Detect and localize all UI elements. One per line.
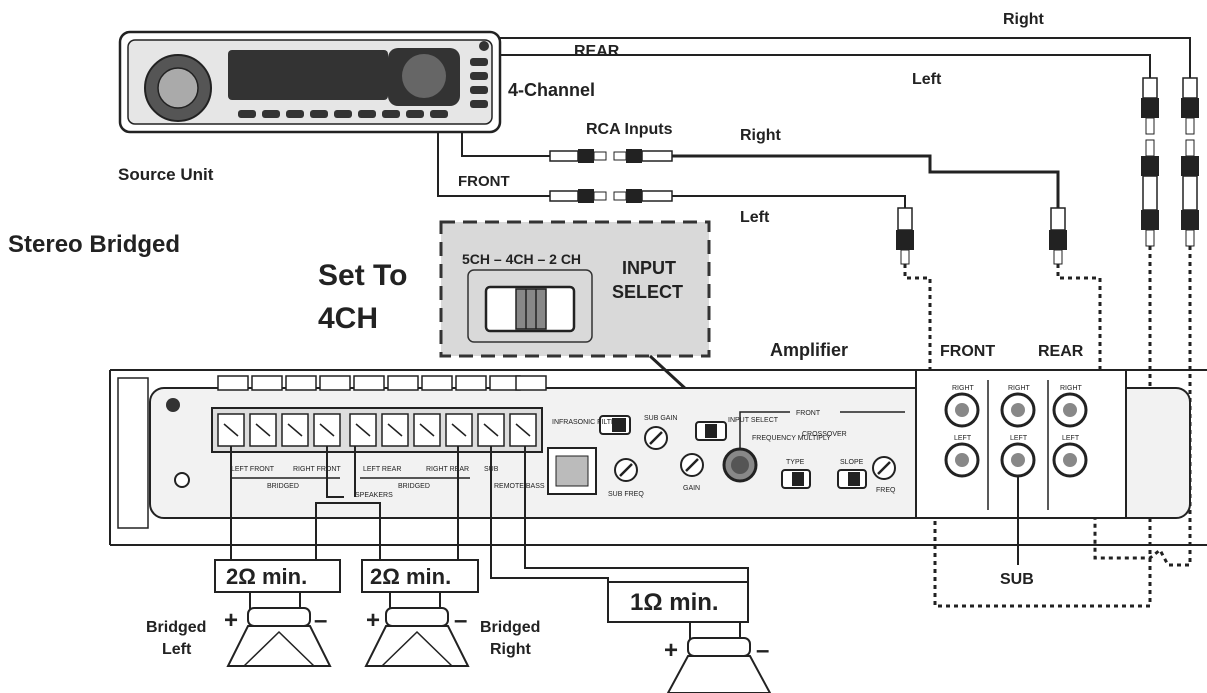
label-rca-inputs: RCA Inputs	[586, 121, 673, 138]
label-left-mid: Left	[740, 209, 770, 226]
rca-label-sub-left: LEFT	[1010, 435, 1028, 442]
rca-label-rear-right: RIGHT	[1060, 385, 1083, 392]
terminal-label-right-front: RIGHT FRONT	[293, 466, 341, 473]
speaker-left-label-2: Left	[162, 641, 192, 658]
rca-label-sub-right: RIGHT	[1008, 385, 1031, 392]
terminal-label-sub: SUB	[484, 466, 499, 473]
load-box-right	[361, 559, 479, 593]
rca-connector-pair-left	[549, 189, 673, 203]
label-right-mid: Right	[740, 127, 782, 144]
input-select-inset	[439, 220, 711, 404]
terminal-label-right-rear: RIGHT REAR	[426, 466, 469, 473]
speaker-right-plus: +	[366, 607, 380, 634]
label-front-small: FRONT	[796, 410, 821, 417]
speaker-terminal-block	[211, 407, 543, 479]
load-label-right: 2Ω min.	[370, 564, 451, 589]
speaker-sub-plus: +	[664, 637, 678, 664]
speaker-right-label-1: Bridged	[480, 619, 540, 636]
rca-label-rear-left: LEFT	[1062, 435, 1080, 442]
label-four-channel: 4-Channel	[508, 80, 595, 100]
label-front-input: FRONT	[940, 343, 995, 360]
mounting-screw-top	[166, 398, 180, 412]
label-freq: FREQ	[876, 487, 896, 494]
mode-switch-lever	[515, 288, 547, 330]
label-sub: SUB	[1000, 571, 1034, 588]
rca-wiring	[437, 37, 1191, 208]
label-speakers: SPEAKERS	[355, 492, 393, 499]
label-4ch: 4CH	[318, 302, 378, 335]
load-box-left	[214, 559, 341, 593]
amp-rca-input-section	[915, 369, 1127, 565]
speaker-left-plus: +	[224, 607, 238, 634]
rca-plug-chain-rear-right	[1181, 77, 1199, 247]
label-right-top: Right	[1003, 11, 1045, 28]
amp-controls	[547, 411, 905, 495]
speaker-left-label-1: Bridged	[146, 619, 206, 636]
label-sub-gain: SUB GAIN	[644, 415, 677, 422]
label-frequency-multiply: FREQUENCY MULTIPLY	[752, 435, 831, 442]
rca-plug-chain-rear-left	[1141, 77, 1159, 247]
label-slope: SLOPE	[840, 459, 864, 466]
label-bridged-1: BRIDGED	[267, 483, 299, 490]
rca-plug-front-left	[896, 207, 914, 265]
source-unit	[118, 30, 502, 134]
rca-label-front-right: RIGHT	[952, 385, 975, 392]
label-type: TYPE	[786, 459, 805, 466]
label-stereo-bridged: Stereo Bridged	[8, 231, 180, 258]
mounting-screw-bottom	[174, 472, 190, 488]
label-input-select-small: INPUT SELECT	[728, 417, 779, 424]
label-left-top: Left	[912, 71, 942, 88]
inset-input-label: INPUT	[622, 258, 676, 278]
load-label-sub: 1Ω min.	[630, 589, 719, 616]
speaker-left	[226, 607, 332, 667]
display-panel	[228, 50, 388, 100]
label-source-unit: Source Unit	[118, 165, 214, 184]
speaker-sub	[666, 637, 772, 693]
label-infrasonic: INFRASONIC FILTER	[552, 419, 621, 426]
inset-modes-label: 5CH – 4CH – 2 CH	[462, 251, 581, 267]
terminal-label-left-rear: LEFT REAR	[363, 466, 401, 473]
speaker-right-label-2: Right	[490, 641, 532, 658]
terminal-label-left-front: LEFT FRONT	[231, 466, 275, 473]
inset-select-label: SELECT	[612, 282, 683, 302]
label-rear-input: REAR	[1038, 343, 1084, 360]
label-bridged-2: BRIDGED	[398, 483, 430, 490]
rca-label-front-left: LEFT	[954, 435, 972, 442]
label-remote-bass: REMOTE BASS	[494, 483, 545, 490]
speaker-right-minus: –	[454, 607, 467, 634]
label-set-to: Set To	[318, 259, 407, 292]
label-gain: GAIN	[683, 485, 700, 492]
label-rear-wire: REAR	[574, 43, 620, 60]
speaker-left-minus: –	[314, 607, 327, 634]
rca-plug-front-right	[1049, 207, 1067, 265]
label-amplifier: Amplifier	[770, 340, 848, 360]
load-box-sub	[607, 581, 749, 623]
speaker-right	[364, 607, 470, 667]
speaker-sub-minus: –	[756, 637, 769, 664]
rca-connector-pair-right	[549, 149, 673, 163]
label-sub-freq: SUB FREQ	[608, 491, 644, 498]
load-label-left: 2Ω min.	[226, 564, 307, 589]
label-crossover: CROSSOVER	[802, 431, 847, 438]
label-front-wire: FRONT	[458, 173, 510, 190]
